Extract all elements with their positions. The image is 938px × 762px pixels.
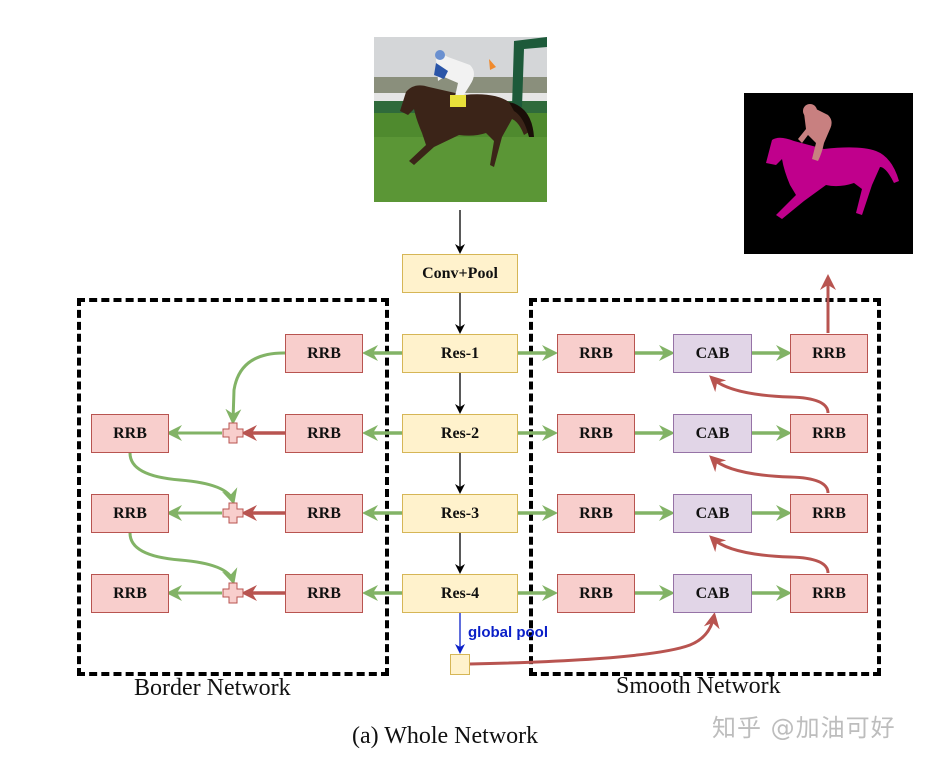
arrow-smooth-up-3-to-2 xyxy=(709,455,830,494)
smooth-last-rrb-3: RRB xyxy=(790,494,868,533)
border-outer-rrb-4: RRB xyxy=(91,574,169,613)
border-inner-rrb-3: RRB xyxy=(285,494,363,533)
smooth-cab-2: CAB xyxy=(673,414,752,453)
arrow-global-pool-to-cab4 xyxy=(469,612,720,666)
res-2-block: Res-2 xyxy=(402,414,518,453)
res-3-block: Res-3 xyxy=(402,494,518,533)
arrow-smooth-up-2-to-1 xyxy=(709,375,830,414)
arrow-border-inner1-to-plus2 xyxy=(225,351,287,425)
smooth-first-rrb-2: RRB xyxy=(557,414,635,453)
smooth-cab-1: CAB xyxy=(673,334,752,373)
arrow-border-outer3-to-plus4 xyxy=(128,532,238,585)
smooth-first-rrb-4: RRB xyxy=(557,574,635,613)
global-pool-label: global pool xyxy=(468,624,548,641)
border-outer-rrb-2: RRB xyxy=(91,414,169,453)
smooth-last-rrb-4: RRB xyxy=(790,574,868,613)
plus-icon xyxy=(222,502,244,524)
input-photo-drawing xyxy=(374,37,547,202)
arrow-smooth-up-4-to-3 xyxy=(709,535,830,574)
smooth-cab-4: CAB xyxy=(673,574,752,613)
smooth-network-title: Smooth Network xyxy=(616,673,781,699)
border-inner-rrb-4: RRB xyxy=(285,574,363,613)
watermark: 知乎 @加油可好 xyxy=(712,714,896,742)
figure-caption: (a) Whole Network xyxy=(352,723,539,749)
smooth-first-rrb-1: RRB xyxy=(557,334,635,373)
plus-icon xyxy=(222,582,244,604)
border-network-title: Border Network xyxy=(134,675,291,701)
smooth-first-rrb-3: RRB xyxy=(557,494,635,533)
border-outer-rrb-3: RRB xyxy=(91,494,169,533)
smooth-last-rrb-1: RRB xyxy=(790,334,868,373)
segmentation-mask-drawing xyxy=(766,104,899,219)
arrow-border-outer2-to-plus3 xyxy=(128,452,238,505)
input-photo xyxy=(374,37,547,202)
smooth-network-frame xyxy=(529,298,881,676)
border-inner-rrb-1: RRB xyxy=(285,334,363,373)
res-1-block: Res-1 xyxy=(402,334,518,373)
smooth-cab-3: CAB xyxy=(673,494,752,533)
res-4-block: Res-4 xyxy=(402,574,518,613)
border-network-frame xyxy=(77,298,389,676)
segmentation-mask xyxy=(744,93,913,254)
conv-pool-block: Conv+Pool xyxy=(402,254,518,293)
smooth-last-rrb-2: RRB xyxy=(790,414,868,453)
border-inner-rrb-2: RRB xyxy=(285,414,363,453)
global-pool-node xyxy=(450,654,470,675)
plus-icon xyxy=(222,422,244,444)
